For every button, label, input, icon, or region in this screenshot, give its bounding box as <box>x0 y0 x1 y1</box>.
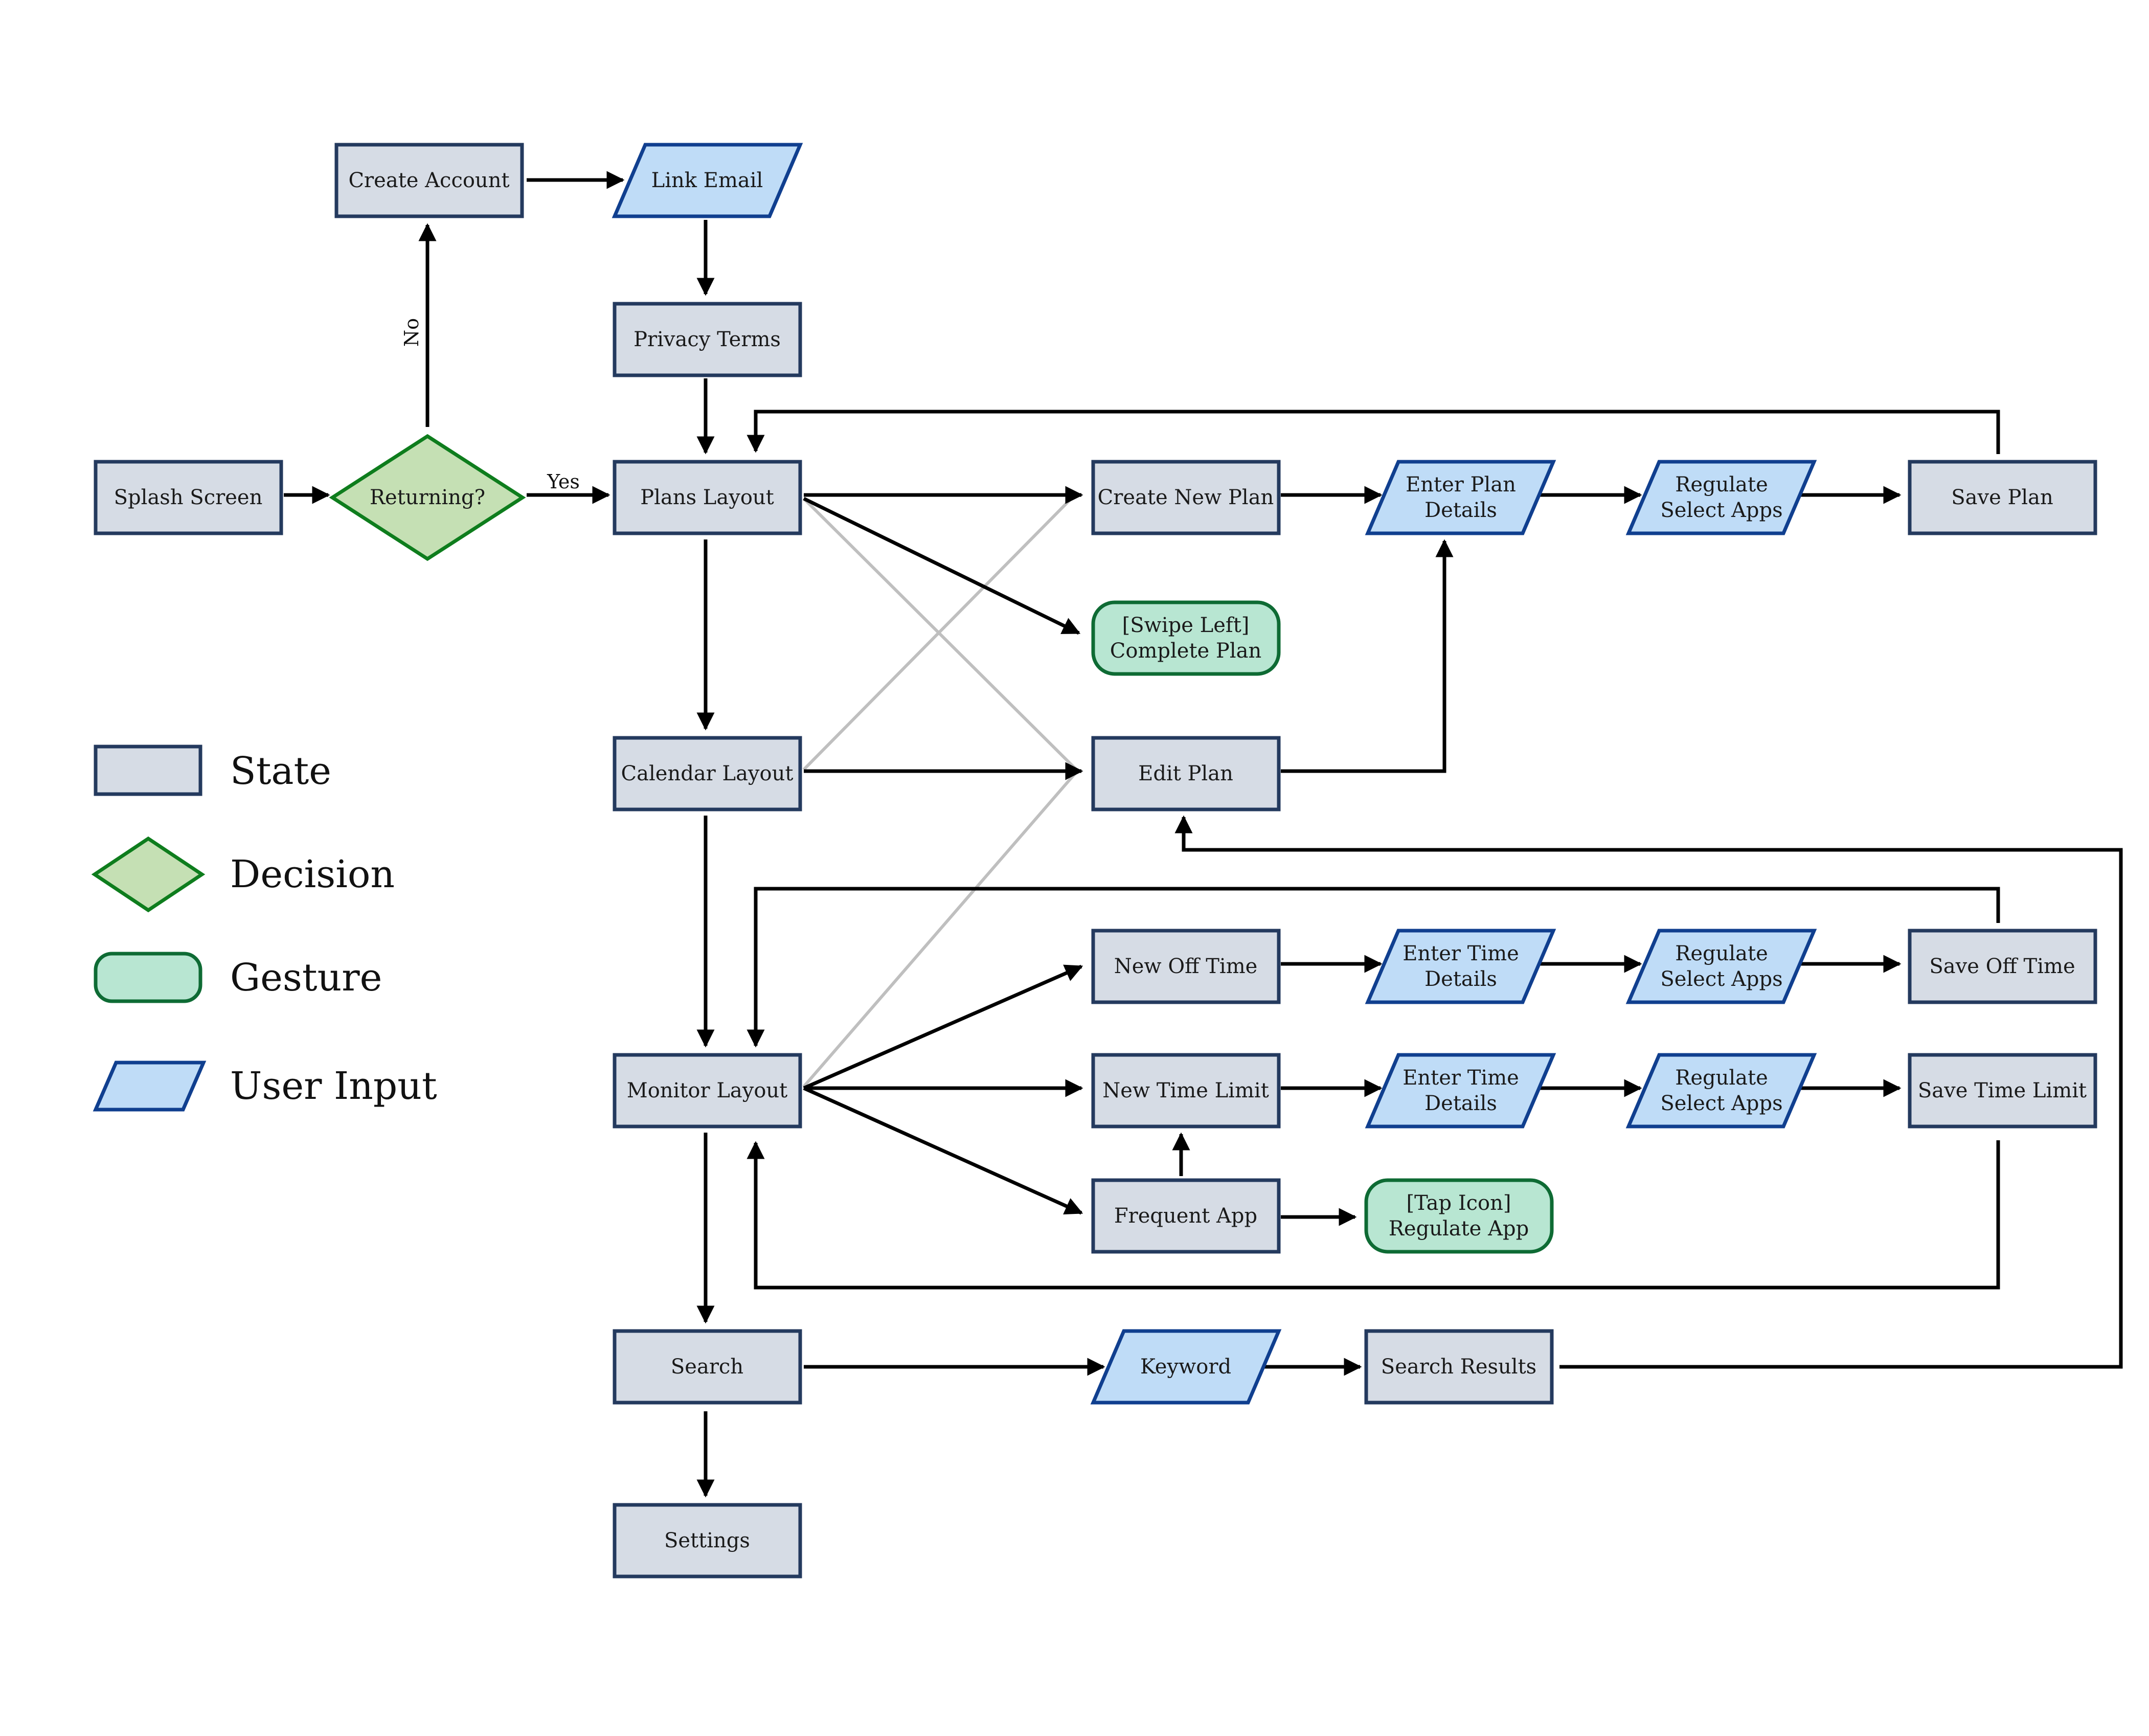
node-monitor-layout[interactable]: Monitor Layout <box>613 1053 802 1129</box>
edge-search-results-to-edit-plan <box>1174 815 2123 1369</box>
node-create-new-plan[interactable]: Create New Plan <box>1091 460 1281 535</box>
legend-gesture-swatch <box>94 952 202 1003</box>
edge-calendar-to-create-new-plan <box>802 492 1078 771</box>
node-enter-time-details-1[interactable]: Enter Time Details <box>1365 929 1556 1004</box>
node-search-results[interactable]: Search Results <box>1364 1329 1554 1405</box>
edge-monitor-to-new-off-time <box>803 964 1083 1090</box>
nodes: Create Account Privacy Terms Splash Scre… <box>94 143 2097 1579</box>
node-calendar-layout[interactable]: Calendar Layout <box>613 736 802 811</box>
legend: State Decision Gesture User Input <box>91 745 437 1112</box>
node-splash-screen[interactable]: Splash Screen <box>94 460 283 535</box>
node-label-line-2: Details <box>1424 1092 1497 1115</box>
node-edit-plan[interactable]: Edit Plan <box>1091 736 1281 811</box>
node-label: Splash Screen <box>114 486 263 509</box>
node-label: Link Email <box>651 169 763 192</box>
node-label: Create Account <box>348 169 509 192</box>
node-label-line-1: Enter Time <box>1402 942 1519 965</box>
node-label-line-1: Enter Time <box>1402 1066 1519 1090</box>
node-label: Settings <box>664 1529 750 1552</box>
edge-monitor-to-frequent-app <box>803 1086 1083 1215</box>
node-regulate-select-apps-2[interactable]: Regulate Select Apps <box>1625 929 1817 1004</box>
legend-decision-label: Decision <box>230 852 395 896</box>
node-create-account[interactable]: Create Account <box>334 143 524 218</box>
node-label: Privacy Terms <box>634 328 781 351</box>
edge-save-plan-to-plans <box>747 410 2000 454</box>
node-swipe-left-gesture[interactable]: [Swipe Left] Complete Plan <box>1091 600 1281 676</box>
edge-save-off-time-to-monitor <box>747 887 2000 1048</box>
node-label: Save Off Time <box>1929 955 2075 978</box>
edge-save-time-limit-to-monitor <box>747 1140 2000 1290</box>
legend-item-gesture: Gesture <box>94 952 382 1003</box>
node-label-line-1: Enter Plan <box>1406 473 1516 497</box>
node-settings[interactable]: Settings <box>613 1503 802 1579</box>
node-label: Monitor Layout <box>627 1079 788 1102</box>
node-label: Plans Layout <box>640 486 774 509</box>
node-label-line-2: Select Apps <box>1660 967 1782 991</box>
node-regulate-select-apps-1[interactable]: Regulate Select Apps <box>1625 460 1817 535</box>
node-new-off-time[interactable]: New Off Time <box>1091 929 1281 1004</box>
edges <box>284 171 2123 1498</box>
node-search[interactable]: Search <box>613 1329 802 1405</box>
legend-item-state: State <box>94 745 331 796</box>
node-label: Frequent App <box>1114 1204 1257 1228</box>
node-label-line-1: Regulate <box>1675 942 1768 965</box>
faded-edges <box>802 492 1078 1088</box>
node-label: Calendar Layout <box>621 762 794 785</box>
node-label-line-1: [Swipe Left] <box>1122 614 1250 637</box>
legend-item-decision: Decision <box>91 836 395 913</box>
node-returning-decision[interactable]: Returning? <box>329 434 526 561</box>
node-save-plan[interactable]: Save Plan <box>1908 460 2097 535</box>
node-enter-time-details-2[interactable]: Enter Time Details <box>1365 1053 1556 1129</box>
node-frequent-app[interactable]: Frequent App <box>1091 1178 1281 1254</box>
node-label-line-2: Regulate App <box>1389 1217 1529 1241</box>
node-privacy-terms[interactable]: Privacy Terms <box>613 302 802 377</box>
node-label-line-2: Complete Plan <box>1110 639 1261 663</box>
edge-monitor-to-edit-plan <box>802 771 1078 1088</box>
node-label: New Off Time <box>1114 955 1258 978</box>
edge-edit-plan-to-enter-details <box>1281 539 1454 773</box>
node-label-line-2: Details <box>1424 967 1497 991</box>
node-label: Create New Plan <box>1098 486 1274 509</box>
legend-user-input-swatch <box>93 1061 207 1112</box>
node-link-email[interactable]: Link Email <box>612 143 803 218</box>
edge-label-no: No <box>400 318 423 347</box>
node-save-off-time[interactable]: Save Off Time <box>1908 929 2097 1004</box>
node-label-line-2: Details <box>1424 499 1497 522</box>
node-label-line-1: Regulate <box>1675 1066 1768 1090</box>
node-plans-layout[interactable]: Plans Layout <box>613 460 802 535</box>
node-label: Search Results <box>1381 1355 1536 1379</box>
node-label: Keyword <box>1140 1355 1231 1379</box>
node-label: Returning? <box>370 486 485 509</box>
node-tap-icon-gesture[interactable]: [Tap Icon] Regulate App <box>1364 1178 1554 1254</box>
legend-gesture-label: Gesture <box>230 956 382 1000</box>
node-label-line-2: Select Apps <box>1660 499 1782 522</box>
node-label-line-1: [Tap Icon] <box>1407 1191 1511 1215</box>
legend-item-user-input: User Input <box>93 1061 437 1112</box>
node-regulate-select-apps-3[interactable]: Regulate Select Apps <box>1625 1053 1817 1129</box>
node-save-time-limit[interactable]: Save Time Limit <box>1908 1053 2097 1129</box>
legend-user-input-label: User Input <box>230 1064 437 1108</box>
edge-plans-to-swipe-left <box>803 497 1081 635</box>
node-label: Search <box>671 1355 743 1379</box>
node-label: New Time Limit <box>1102 1079 1269 1102</box>
node-label-line-2: Select Apps <box>1660 1092 1782 1115</box>
node-new-time-limit[interactable]: New Time Limit <box>1091 1053 1281 1129</box>
node-enter-plan-details[interactable]: Enter Plan Details <box>1365 460 1556 535</box>
node-label: Save Plan <box>1951 486 2053 509</box>
node-label: Save Time Limit <box>1918 1079 2087 1102</box>
legend-state-label: State <box>230 749 331 793</box>
edge-plans-to-edit-plan <box>802 497 1078 771</box>
edge-label-yes: Yes <box>547 470 580 493</box>
legend-state-swatch <box>94 745 202 796</box>
node-label: Edit Plan <box>1138 762 1233 785</box>
legend-decision-swatch <box>91 836 206 913</box>
node-keyword[interactable]: Keyword <box>1090 1329 1282 1405</box>
node-label-line-1: Regulate <box>1675 473 1768 497</box>
